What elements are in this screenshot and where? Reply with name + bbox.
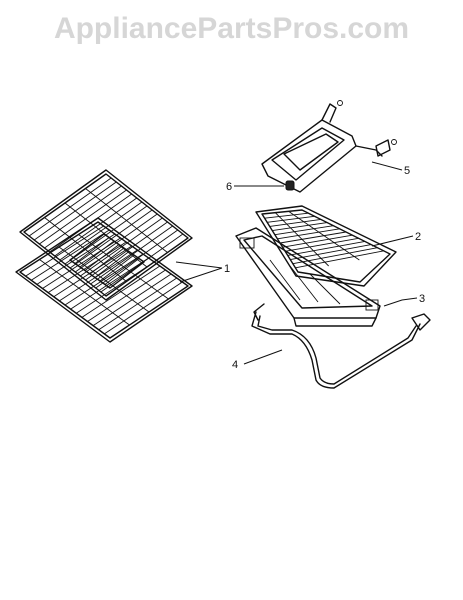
callout-label-2: 2 — [415, 231, 421, 243]
callout-1: 1 — [175, 261, 230, 283]
callout-label-4: 4 — [232, 359, 238, 371]
pan-grid-lines — [264, 210, 384, 269]
callout-6: 6 — [226, 181, 284, 193]
callout-3: 3 — [383, 293, 425, 307]
callout-2: 2 — [371, 231, 421, 247]
rack-wires — [25, 177, 184, 335]
callout-label-3: 3 — [419, 293, 425, 305]
callout-5: 5 — [371, 161, 410, 177]
watermark-logo: AppliancePartsPros.com — [53, 12, 410, 45]
oven-rack-upper[interactable] — [19, 169, 193, 301]
callout-label-5: 5 — [404, 165, 410, 177]
callout-label-6: 6 — [226, 181, 232, 193]
broil-pan-grid[interactable] — [255, 205, 397, 287]
callout-label-1: 1 — [224, 263, 230, 275]
callout-4: 4 — [232, 349, 283, 371]
bake-element[interactable] — [251, 303, 431, 389]
broil-pan[interactable] — [235, 227, 381, 327]
broil-element[interactable] — [261, 100, 397, 193]
element-clip[interactable] — [285, 180, 295, 191]
